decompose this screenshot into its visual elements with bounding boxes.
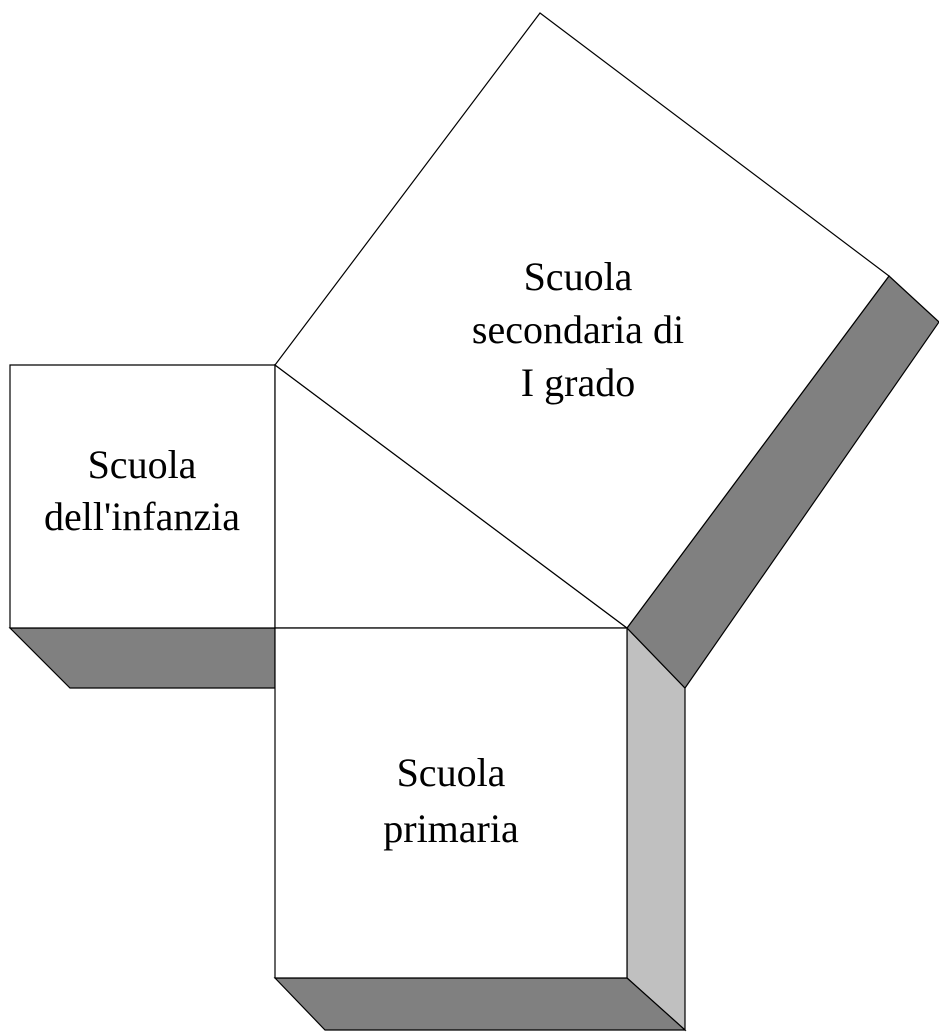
box-primaria-bottom-side [273, 977, 687, 1031]
box-secondaria-face [274, 12, 890, 629]
box-primaria-face [274, 627, 628, 979]
box-secondaria-label-line-1: Scuola [524, 254, 633, 299]
box-primaria-right-side [626, 626, 686, 1032]
box-infanzia: Scuola dell'infanzia [8, 364, 276, 689]
box-primaria: Scuola primaria [273, 626, 687, 1032]
box-infanzia-bottom-side [8, 627, 276, 689]
box-infanzia-label-line-2: dell'infanzia [44, 494, 240, 539]
box-primaria-label-line-1: Scuola [397, 750, 506, 795]
box-secondaria-label-line-2: secondaria di [472, 307, 684, 352]
box-secondaria: Scuola secondaria di I grado [274, 12, 939, 689]
box-primaria-label-line-2: primaria [383, 806, 519, 851]
box-secondaria-label-line-3: I grado [521, 360, 635, 405]
box-infanzia-label-line-1: Scuola [88, 442, 197, 487]
